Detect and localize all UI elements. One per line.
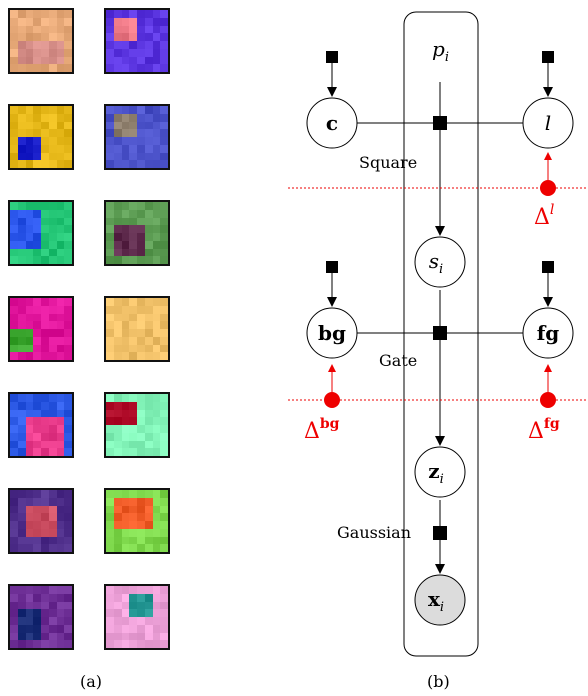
delta-dot-l bbox=[540, 180, 556, 196]
factor-prior-l bbox=[542, 51, 554, 63]
svg-text:si: si bbox=[429, 249, 443, 277]
factor-gaussian bbox=[433, 526, 447, 540]
svg-text:zi: zi bbox=[428, 459, 444, 487]
svg-text:fg: fg bbox=[537, 321, 560, 345]
label-gaussian: Gaussian bbox=[337, 523, 411, 542]
svg-text:bg: bg bbox=[318, 321, 346, 345]
image-tile bbox=[8, 8, 74, 74]
caption-a: (a) bbox=[80, 672, 103, 691]
node-x-observed: xi bbox=[414, 574, 466, 626]
image-tile bbox=[104, 200, 170, 266]
image-tile bbox=[104, 584, 170, 650]
factor-gate bbox=[433, 326, 447, 340]
node-c: c bbox=[306, 97, 358, 149]
image-tile bbox=[8, 488, 74, 554]
factor-square bbox=[433, 116, 447, 130]
node-s: si bbox=[414, 236, 466, 288]
factor-prior-c bbox=[326, 51, 338, 63]
image-tile bbox=[104, 8, 170, 74]
delta-dot-bg bbox=[324, 392, 340, 408]
image-tile bbox=[104, 488, 170, 554]
image-tile bbox=[104, 104, 170, 170]
node-fg: fg bbox=[522, 307, 574, 359]
image-tile bbox=[8, 296, 74, 362]
delta-dot-fg bbox=[540, 392, 556, 408]
image-tile bbox=[8, 584, 74, 650]
svg-text:xi: xi bbox=[428, 587, 444, 615]
label-gate: Gate bbox=[379, 351, 417, 370]
image-tile bbox=[104, 392, 170, 458]
delta-label-l: Δl bbox=[534, 202, 554, 230]
plate-label: pi bbox=[432, 37, 449, 65]
image-tile bbox=[104, 296, 170, 362]
panel-a-image-grid bbox=[0, 0, 200, 696]
plate bbox=[403, 11, 479, 657]
svg-text:l: l bbox=[545, 111, 551, 135]
factor-prior-bg bbox=[326, 261, 338, 273]
node-l: l bbox=[522, 97, 574, 149]
delta-label-bg: Δbg bbox=[304, 416, 340, 444]
delta-label-fg: Δfg bbox=[528, 416, 560, 444]
image-tile bbox=[8, 104, 74, 170]
image-tile bbox=[8, 392, 74, 458]
node-z: zi bbox=[414, 446, 466, 498]
svg-text:c: c bbox=[326, 111, 338, 135]
image-tile bbox=[8, 200, 74, 266]
caption-b: (b) bbox=[427, 672, 450, 691]
node-bg: bg bbox=[306, 307, 358, 359]
label-square: Square bbox=[359, 153, 417, 172]
factor-prior-fg bbox=[542, 261, 554, 273]
